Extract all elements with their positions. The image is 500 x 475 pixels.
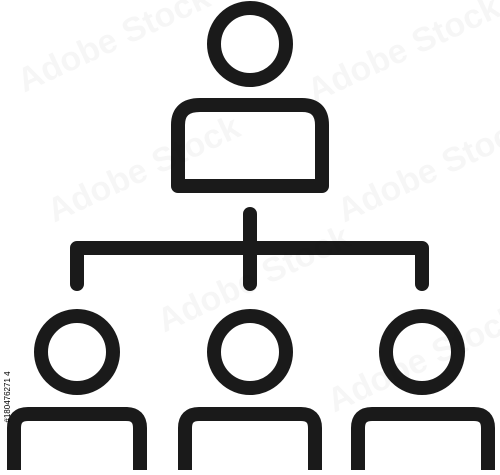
right-person-body-icon — [351, 407, 495, 475]
right-person-head-icon — [379, 309, 465, 395]
watermark-image-id: #180476271 4 — [3, 371, 12, 423]
horizontal-connector — [70, 241, 429, 291]
left-person-body-icon — [7, 407, 147, 475]
top-person-head-icon — [207, 1, 293, 87]
middle-person-body-icon — [178, 407, 322, 475]
middle-person-head-icon — [207, 309, 293, 395]
top-person-body-icon — [171, 98, 329, 193]
left-person-head-icon — [34, 309, 120, 395]
